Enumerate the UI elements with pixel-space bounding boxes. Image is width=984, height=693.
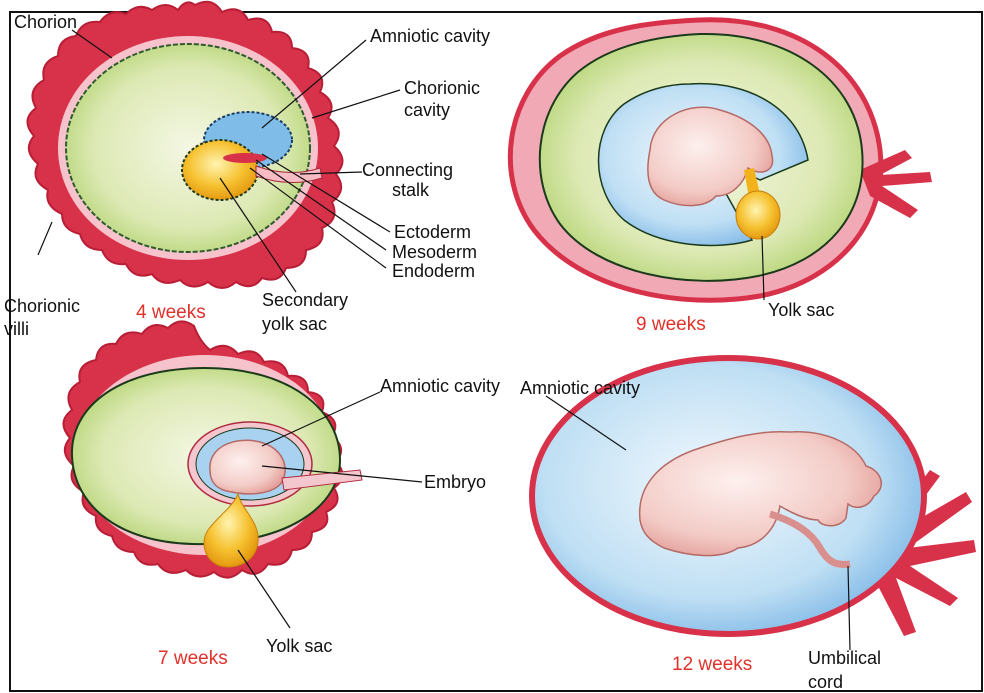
panel-9-weeks xyxy=(510,20,932,300)
stage-label-7-weeks: 7 weeks xyxy=(158,648,228,669)
label-connecting-stalk-line1: Connecting xyxy=(362,160,453,180)
label-umbilical-cord-line2: cord xyxy=(808,672,843,692)
panel-7-weeks xyxy=(63,321,362,577)
label-secondary-yolk-sac-line1: Secondary xyxy=(262,290,348,310)
label-ectoderm: Ectoderm xyxy=(394,222,471,242)
label-chorionic-cavity-line1: Chorionic xyxy=(404,78,480,98)
label-chorionic-cavity-line2: cavity xyxy=(404,100,450,120)
label-connecting-stalk-line2: stalk xyxy=(392,180,430,200)
label-amniotic-cavity-4w: Amniotic cavity xyxy=(370,26,490,46)
panel-12-weeks xyxy=(532,358,976,636)
germ-disc-4w xyxy=(223,153,267,163)
label-endoderm: Endoderm xyxy=(392,261,475,281)
label-umbilical-cord-line1: Umbilical xyxy=(808,648,881,668)
panel-4-weeks xyxy=(27,2,342,288)
label-mesoderm: Mesoderm xyxy=(392,242,477,262)
label-chorionic-villi-line2: villi xyxy=(4,319,29,339)
stage-label-12-weeks: 12 weeks xyxy=(672,654,752,675)
yolk-sac-9w xyxy=(736,191,780,239)
label-chorion: Chorion xyxy=(14,12,77,32)
stage-label-4-weeks: 4 weeks xyxy=(136,302,206,323)
label-secondary-yolk-sac-line2: yolk sac xyxy=(262,314,327,334)
label-amniotic-cavity-12w: Amniotic cavity xyxy=(520,378,640,398)
label-embryo: Embryo xyxy=(424,472,486,492)
label-yolk-sac-9w: Yolk sac xyxy=(768,300,834,320)
label-amniotic-cavity-7w: Amniotic cavity xyxy=(380,376,500,396)
stage-label-9-weeks: 9 weeks xyxy=(636,314,706,335)
label-chorionic-villi-line1: Chorionic xyxy=(4,296,80,316)
yolk-sac-4w xyxy=(182,140,258,200)
label-yolk-sac-7w: Yolk sac xyxy=(266,636,332,656)
